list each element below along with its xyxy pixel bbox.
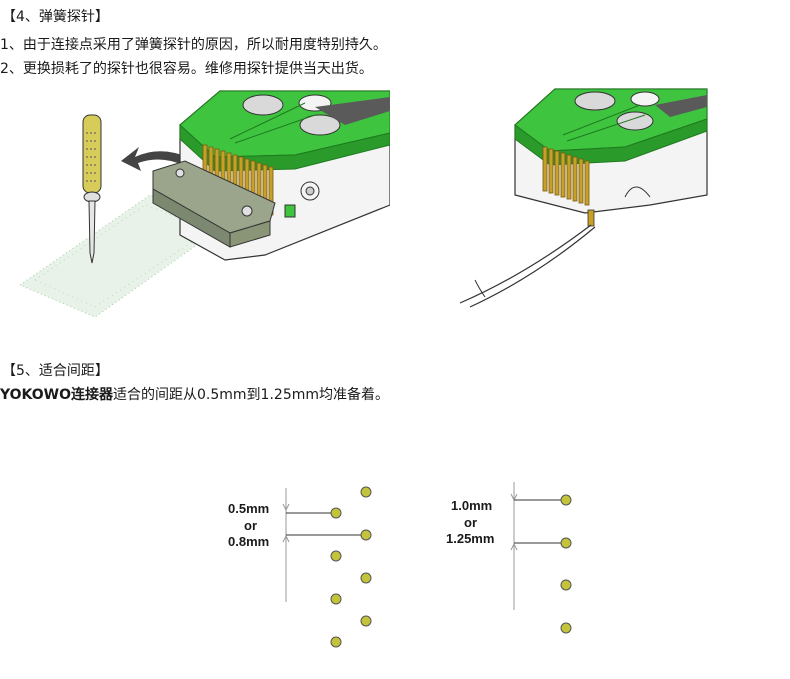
- pitch-left-bottom-label: 0.8mm: [228, 534, 269, 549]
- pitch-right-top-label: 1.0mm: [451, 498, 492, 513]
- gold-pins-right: [542, 146, 590, 206]
- removal-arrow: [121, 147, 190, 171]
- section5-heading: 【5、适合间距】: [2, 363, 109, 379]
- contact-dot: [360, 572, 372, 584]
- contact-dot: [560, 579, 572, 591]
- pitch-left-or-label: or: [244, 518, 257, 533]
- contact-dot: [560, 494, 572, 506]
- gold-pins: [202, 144, 274, 216]
- connector-probe-illustration: [18, 90, 390, 318]
- spring-probe: [82, 114, 102, 264]
- contact-dot: [360, 615, 372, 627]
- brand-name: YOKOWO连接器: [0, 387, 114, 403]
- contact-dot: [360, 529, 372, 541]
- section4-line2: 2、更换损耗了的探针也很容易。维修用探针提供当天出货。: [0, 61, 373, 77]
- contact-dot: [330, 507, 342, 519]
- dotted-shadow: [18, 194, 227, 318]
- contact-dot: [330, 593, 342, 605]
- pitch-description: 适合的间距从0.5mm到1.25mm均准备着。: [113, 387, 390, 403]
- section4-line1: 1、由于连接点采用了弹簧探针的原因，所以耐用度特别持久。: [0, 37, 387, 53]
- pitch-diagram-left: 0.5mm or 0.8mm: [228, 486, 372, 648]
- probe-replacement-illustration: [459, 88, 708, 308]
- probe-holder: [152, 160, 296, 248]
- pitch-diagram-right: 1.0mm or 1.25mm: [446, 482, 572, 634]
- pitch-right-bottom-label: 1.25mm: [446, 531, 494, 546]
- contact-dot: [360, 486, 372, 498]
- section4-heading: 【4、弹簧探针】: [2, 9, 109, 25]
- connector-body-right: [514, 88, 708, 214]
- pitch-left-top-label: 0.5mm: [228, 501, 269, 516]
- contact-dots-right: [560, 494, 572, 634]
- contact-dot: [560, 537, 572, 549]
- contact-dot: [560, 622, 572, 634]
- contact-dots-left: [330, 486, 372, 648]
- pitch-right-or-label: or: [464, 515, 477, 530]
- section5-desc-line: YOKOWO连接器适合的间距从0.5mm到1.25mm均准备着。: [0, 386, 389, 404]
- contact-dot: [330, 550, 342, 562]
- contact-dot: [330, 636, 342, 648]
- tweezers: [459, 209, 596, 308]
